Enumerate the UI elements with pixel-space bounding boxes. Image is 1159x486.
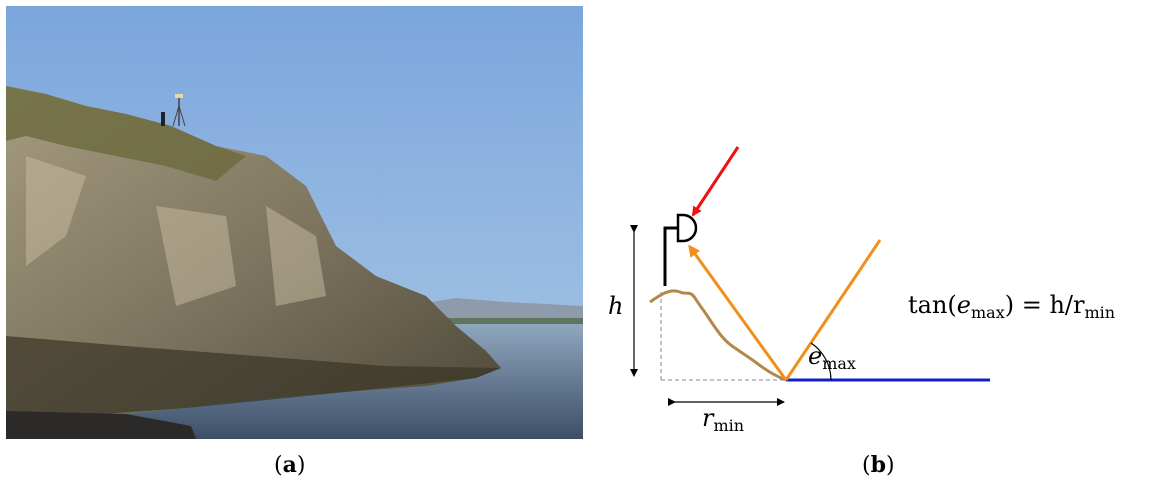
reflected-ray [688, 244, 788, 381]
terrain-profile [649, 289, 787, 382]
cliff [6, 86, 501, 421]
label-rmin: rmin [702, 404, 744, 435]
beach [6, 411, 196, 439]
elevation-angle-arc [810, 342, 832, 381]
cliff-photo [6, 6, 583, 439]
rock-highlights [26, 156, 326, 306]
cliff-vegetation [6, 86, 246, 181]
caption-a: (a) [274, 452, 306, 478]
antenna-dish-icon [676, 213, 698, 243]
antenna-mast [172, 94, 186, 127]
label-h: h [608, 292, 623, 320]
cliff-shadow [6, 336, 501, 421]
direct-ray [784, 239, 882, 381]
formula: tan(emax) = h/rmin [908, 291, 1115, 322]
reflection-diagram: h rmin emax tan(emax) = h/rmin [608, 146, 1115, 435]
distant-hills [406, 298, 583, 324]
antenna-mast [663, 226, 678, 286]
incoming-ray [691, 146, 740, 217]
person-silhouette [161, 112, 165, 126]
label-emax: emax [808, 342, 856, 373]
caption-b: (b) [862, 452, 895, 478]
far-shore [426, 318, 583, 326]
